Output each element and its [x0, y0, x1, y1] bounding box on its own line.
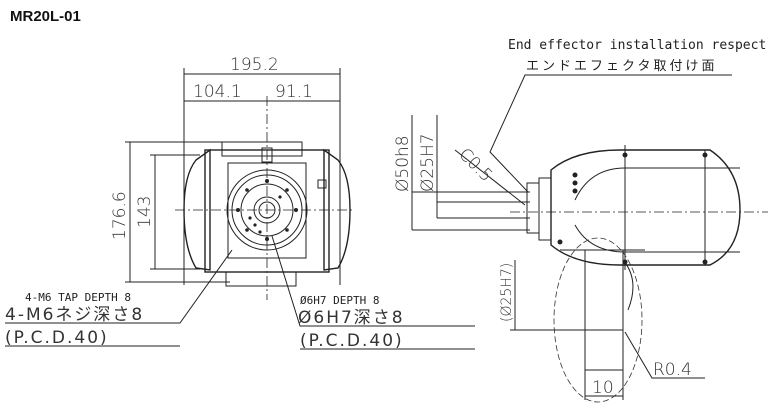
dim-outer-dia: Ø50h8 — [393, 135, 413, 192]
dim-chamfer: C0.5 — [454, 144, 496, 186]
surface-note-jp: エンドエフェクタ取付け面 — [526, 59, 717, 74]
leader-radius — [624, 331, 705, 379]
pin-note-jp: Ø6H7深さ8 — [298, 308, 405, 328]
dim-ref-dia: (Ø25H7) — [499, 263, 515, 322]
dim-height-total: 176.6 — [110, 191, 130, 240]
dim-width-right: 91.1 — [275, 82, 313, 102]
leader-surface — [489, 74, 732, 193]
front-view: 195.2 104.1 91.1 176.6 143 — [5, 55, 475, 351]
dim-radius: R0.4 — [653, 360, 692, 380]
tap-note-jp: 4-M6ネジ深さ8 — [5, 305, 144, 325]
tap-note-en: 4-M6 TAP DEPTH 8 — [25, 291, 131, 304]
dim-width-total: 195.2 — [230, 55, 279, 75]
dim-width-left: 104.1 — [193, 82, 242, 102]
pin-note-en: Ø6H7 DEPTH 8 — [300, 294, 379, 307]
dim-inner-dia: Ø25H7 — [418, 133, 438, 192]
leader-tap — [5, 249, 233, 324]
surface-note-en: End effector installation respect — [508, 38, 766, 53]
side-view: End effector installation respect エンドエフェ… — [393, 38, 768, 270]
leader-pin — [271, 235, 475, 327]
drawing-title: MR20L-01 — [10, 8, 81, 25]
detail-view: (Ø25H7) R0.4 10 — [499, 237, 705, 403]
pin-note-pcd: (P.C.D.40) — [300, 331, 404, 351]
dim-depth: 10 — [592, 378, 614, 398]
tap-note-pcd: (P.C.D.40) — [5, 328, 109, 348]
dim-height-inner: 143 — [135, 196, 155, 228]
